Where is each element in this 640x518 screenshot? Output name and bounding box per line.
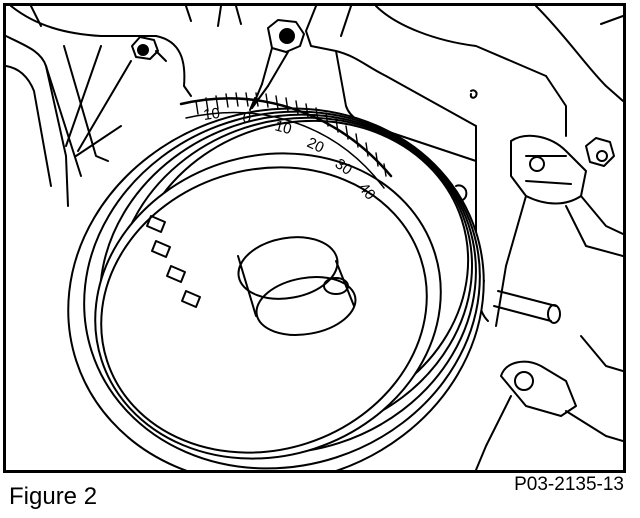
alternator-bracket bbox=[495, 134, 623, 327]
scale-label: 10 bbox=[273, 117, 294, 138]
figure-part-number: P03-2135-13 bbox=[514, 474, 624, 495]
figure-caption: Figure 2 bbox=[9, 483, 98, 510]
scale-label: 10 bbox=[202, 105, 221, 124]
scale-label: 20 bbox=[304, 134, 326, 156]
crankshaft-pulley bbox=[67, 107, 485, 470]
scale-label: 0 bbox=[241, 109, 252, 127]
engine-front-illustration: 10 0 10 20 30 40 bbox=[6, 6, 623, 470]
figure-frame: 10 0 10 20 30 40 bbox=[3, 3, 626, 473]
timing-pointer bbox=[249, 19, 305, 111]
scale-label: 30 bbox=[332, 155, 355, 178]
top-bracket bbox=[185, 6, 242, 27]
lower-right-clamp bbox=[475, 335, 623, 470]
engine-housing bbox=[305, 6, 623, 237]
left-bracket-lines bbox=[6, 6, 192, 207]
bolt-upper-left bbox=[131, 36, 167, 62]
timing-scale-band bbox=[179, 92, 393, 189]
pin-lower-right bbox=[478, 280, 561, 324]
scale-numerals: 10 0 10 20 30 40 bbox=[202, 105, 378, 204]
